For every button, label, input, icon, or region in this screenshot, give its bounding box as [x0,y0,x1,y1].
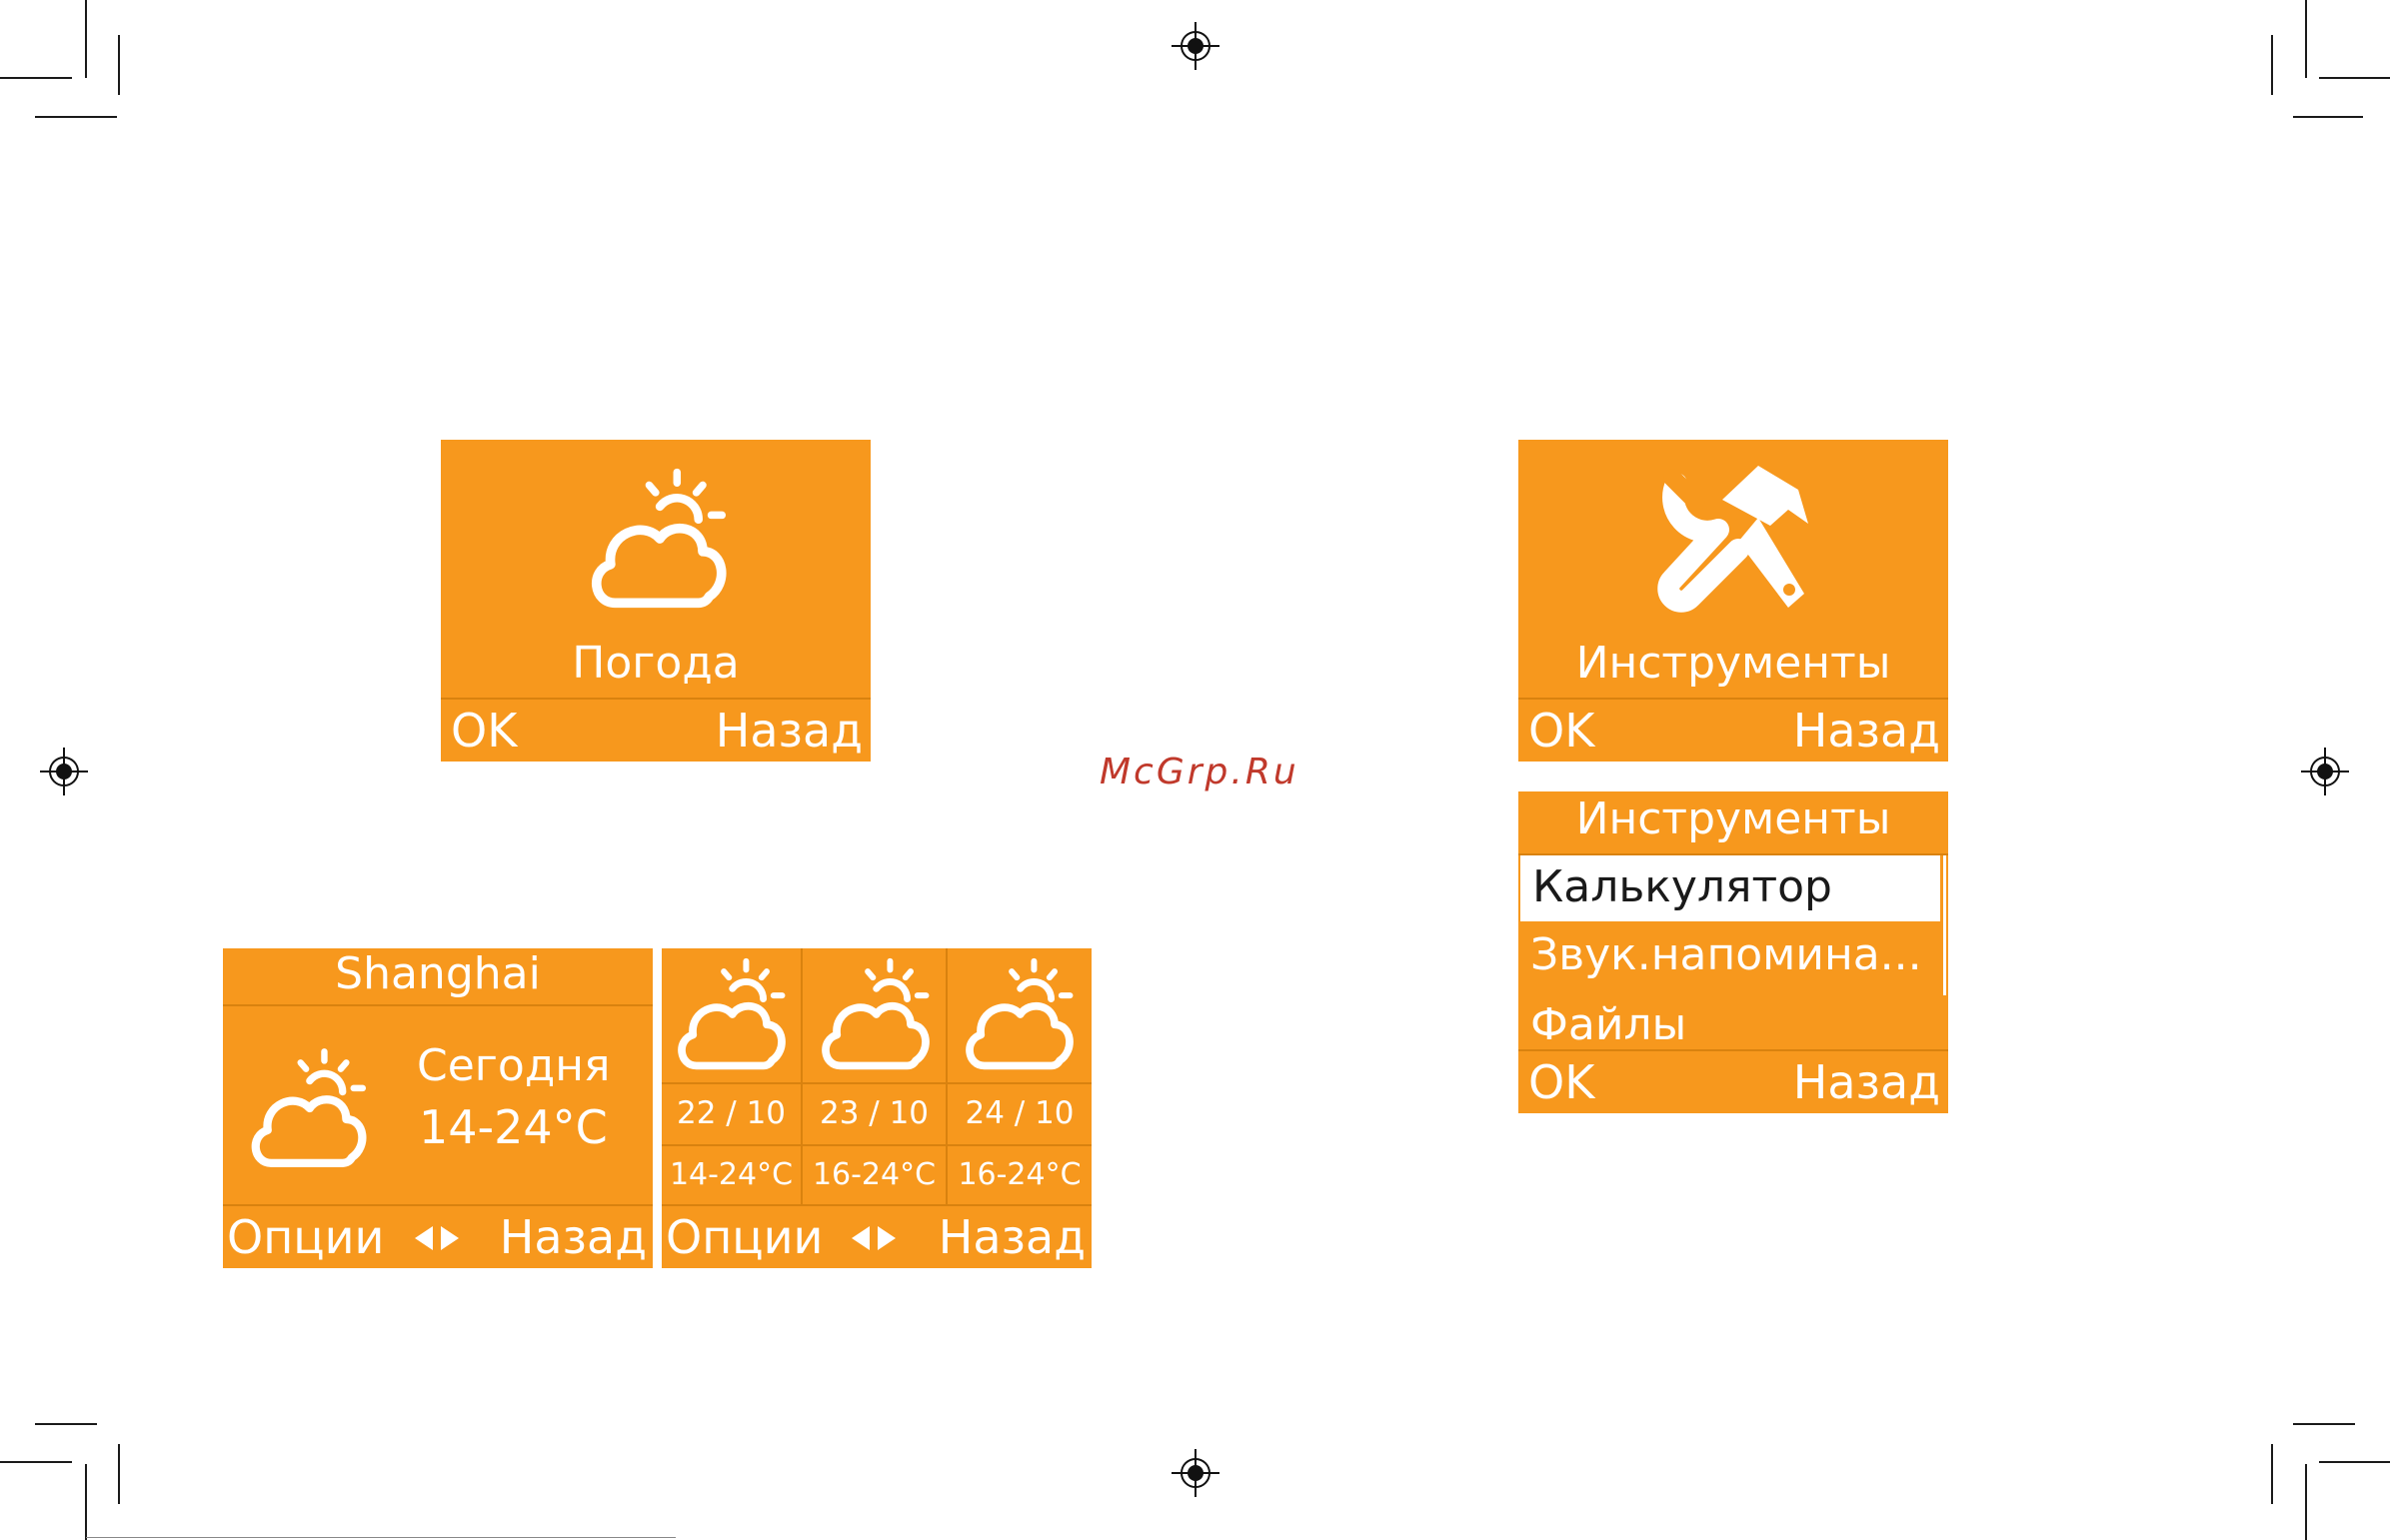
menu-title: Инструменты [1518,797,1948,841]
crop-mark [118,1444,120,1504]
crop-mark [2319,1461,2390,1463]
back-soft-key[interactable]: Назад [500,1214,647,1260]
menu-item-label: Звук.напомина... [1530,933,1922,977]
partly-cloudy-icon [573,464,743,614]
tools-menu-screen: Инструменты Калькулятор Звук.напомина...… [1518,791,1948,1113]
back-soft-key[interactable]: Назад [1793,708,1940,754]
ok-soft-key[interactable]: OK [451,708,517,754]
crop-mark [86,1537,676,1538]
crop-mark [2271,1444,2273,1504]
menu-item-calculator[interactable]: Калькулятор [1520,855,1940,921]
menu-item-label: Калькулятор [1532,865,1832,909]
crop-mark [0,77,72,79]
crop-mark [2271,35,2273,95]
weather-forecast-screen: 22 / 10 23 / 10 24 / 10 14-24°C 16-24°C … [662,948,1092,1268]
weather-app-screen: Погода OK Назад [441,440,871,762]
partly-cloudy-icon [808,954,942,1074]
left-right-arrows-icon[interactable] [411,1222,463,1254]
crop-mark [85,1464,87,1540]
partly-cloudy-icon [952,954,1086,1074]
back-soft-key[interactable]: Назад [716,708,863,754]
crop-mark [2293,1423,2355,1425]
crop-mark [2293,116,2363,118]
forecast-date: 23 / 10 [803,1098,946,1129]
crop-mark [118,35,120,95]
registration-mark [2301,748,2349,795]
registration-mark [1172,1449,1219,1497]
menu-item-sound-reminder[interactable]: Звук.напомина... [1520,921,1940,987]
day-label: Сегодня [417,1044,611,1088]
left-right-arrows-icon[interactable] [848,1222,900,1254]
ok-soft-key[interactable]: OK [1528,1059,1594,1105]
forecast-date: 22 / 10 [662,1098,801,1129]
registration-mark [1172,22,1219,70]
menu-item-label: Файлы [1530,1003,1686,1047]
forecast-temp: 14-24°C [662,1160,801,1190]
registration-mark [40,748,88,795]
crop-mark [0,1461,72,1463]
forecast-temp: 16-24°C [948,1160,1092,1190]
temperature-range: 14-24°C [419,1104,608,1150]
forecast-temp: 16-24°C [803,1160,946,1190]
app-title: Инструменты [1518,642,1948,686]
app-title: Погода [441,642,871,686]
back-soft-key[interactable]: Назад [939,1214,1086,1260]
tools-icon [1648,460,1818,630]
ok-soft-key[interactable]: OK [1528,708,1594,754]
partly-cloudy-icon [664,954,798,1074]
menu-item-files[interactable]: Файлы [1520,989,1940,1055]
back-soft-key[interactable]: Назад [1793,1059,1940,1105]
crop-mark [2305,0,2307,78]
crop-mark [2319,77,2390,79]
options-soft-key[interactable]: Опции [666,1214,823,1260]
crop-mark [2305,1464,2307,1540]
city-name: Shanghai [223,952,653,996]
tools-app-screen: Инструменты OK Назад [1518,440,1948,762]
weather-today-screen: Shanghai Сегодня 14-24°C Опции Назад [223,948,653,1268]
crop-mark [35,1423,97,1425]
crop-mark [85,0,87,78]
scrollbar[interactable] [1943,855,1946,995]
options-soft-key[interactable]: Опции [227,1214,384,1260]
partly-cloudy-icon [237,1044,379,1172]
crop-mark [35,116,117,118]
forecast-date: 24 / 10 [948,1098,1092,1129]
watermark: McGrp.Ru [1100,752,1299,792]
